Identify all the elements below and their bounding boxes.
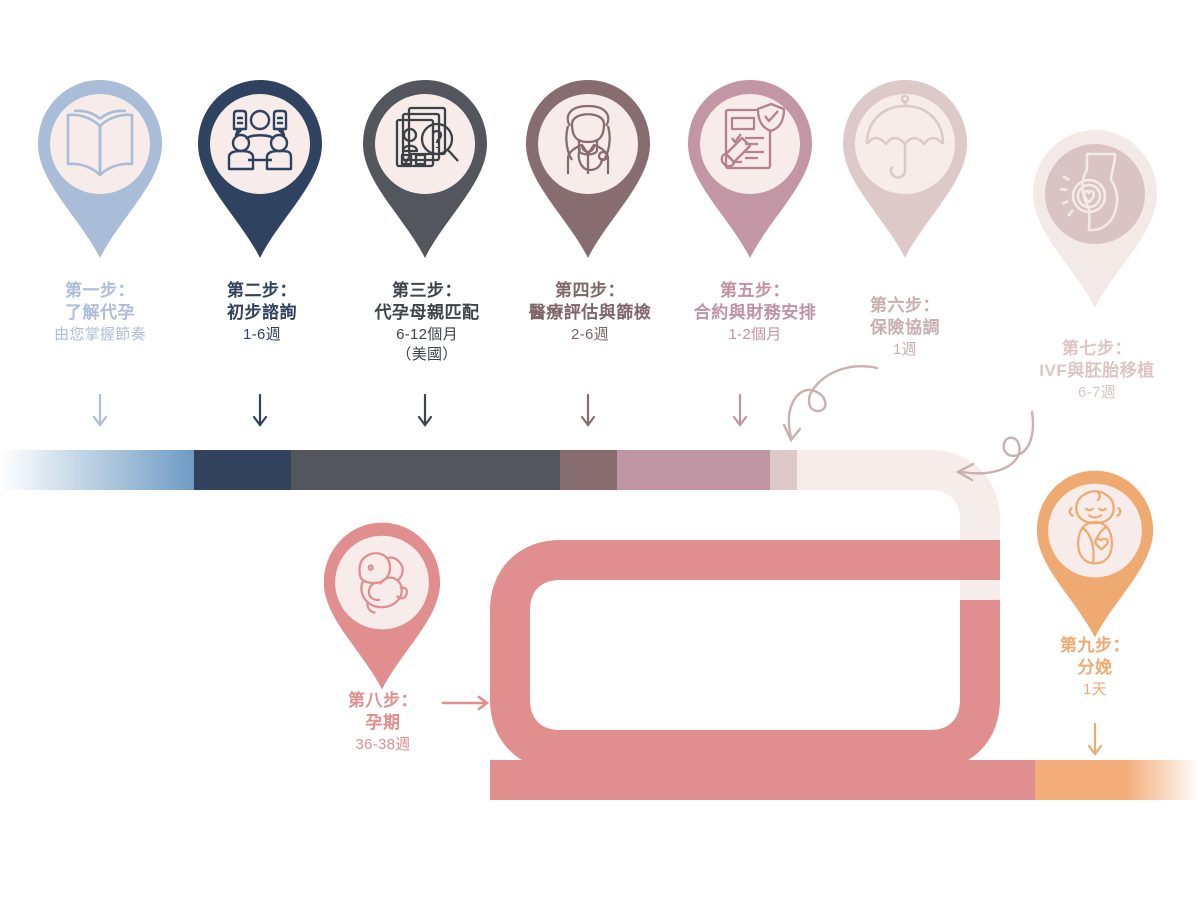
profile-search-icon (395, 106, 459, 168)
label-step-2: 第二步： 初步諮詢 1-6週 (227, 280, 297, 345)
step-2-line1: 第二步： (227, 281, 297, 300)
label-step-7: 第七步： IVF與胚胎移植 6-7週 (1039, 338, 1154, 403)
down-arrow-step-9 (1086, 722, 1104, 763)
step-8-line2: 孕期 (365, 713, 401, 733)
step-9-line2: 分娩 (1077, 658, 1113, 678)
contract-gavel-shield-icon (720, 102, 786, 170)
step-4-line3: 2-6週 (571, 325, 609, 343)
step-7-line2: IVF與胚胎移植 (1039, 361, 1155, 381)
step-7-line1: 第七步： (1061, 339, 1132, 358)
timeline-top-bar (0, 450, 937, 490)
label-step-8: 第八步： 孕期 36-38週 (348, 690, 418, 755)
timeline-bottom-bar (490, 760, 1200, 800)
label-step-9: 第九步： 分娩 1天 (1060, 635, 1130, 700)
pin-step-5[interactable] (686, 78, 814, 260)
step-2-line2: 初步諮詢 (227, 303, 297, 323)
down-arrow-step-5 (731, 393, 749, 434)
step-2-line3: 1-6週 (243, 325, 281, 343)
step-9-line1: 第九步： (1060, 636, 1130, 655)
timeline-ribbon-step8 (490, 540, 1000, 770)
pin-step-9[interactable] (1035, 468, 1155, 640)
step-3-line2: 代孕母親匹配 (374, 303, 480, 323)
pregnant-belly-heart-icon (1059, 152, 1119, 232)
open-book-icon (66, 109, 134, 177)
step-3-line1: 第三步： (392, 281, 462, 300)
step-3-line4: （美國） (396, 345, 458, 363)
label-step-1: 第一步： 了解代孕 由您掌握節奏 (54, 280, 146, 345)
curly-arrow-left-icon (955, 410, 1035, 482)
down-arrow-step-3 (416, 393, 434, 434)
step-7-line3: 6-7週 (1078, 383, 1116, 401)
doctor-icon (565, 104, 611, 174)
pin-step-4[interactable] (524, 78, 652, 260)
label-step-4: 第四步： 醫療評估與篩檢 2-6週 (529, 280, 652, 345)
step-4-line1: 第四步： (555, 281, 625, 300)
step-4-line2: 醫療評估與篩檢 (528, 303, 652, 323)
step-1-line3: 由您掌握節奏 (54, 325, 146, 343)
step-1-line1: 第一步： (65, 281, 135, 300)
step-1-line2: 了解代孕 (65, 303, 135, 323)
label-step-6: 第六步： 保險協調 1週 (870, 295, 940, 360)
swaddled-baby-icon (1068, 490, 1122, 565)
down-arrow-step-1 (91, 393, 109, 434)
pin-step-2[interactable] (196, 78, 324, 260)
timeline-ribbon-base (490, 450, 1000, 770)
down-arrow-step-4 (579, 393, 597, 434)
step-5-line1: 第五步： (720, 281, 790, 300)
horizontal-arrow-right-icon (441, 695, 490, 711)
pin-step-7[interactable] (1031, 128, 1159, 310)
step-3-line3: 6-12個月 (396, 325, 458, 343)
pin-step-3[interactable] (361, 78, 489, 260)
step-6-line2: 保險協調 (870, 318, 940, 338)
pin-step-8[interactable] (322, 520, 442, 692)
label-step-5: 第五步： 合約與財務安排 1-2個月 (694, 280, 817, 345)
step-6-line1: 第六步： (870, 296, 940, 315)
step-6-line3: 1週 (893, 340, 917, 358)
step-8-line3: 36-38週 (355, 735, 411, 753)
down-arrow-step-2 (251, 393, 269, 434)
pin-step-1[interactable] (36, 78, 164, 260)
label-step-3: 第三步： 代孕母親匹配 6-12個月 （美國） (375, 280, 480, 364)
umbrella-icon (865, 94, 945, 179)
consultation-people-icon (227, 109, 293, 171)
step-9-line3: 1天 (1083, 680, 1107, 698)
step-5-line3: 1-2個月 (728, 325, 782, 343)
pin-step-6[interactable] (841, 78, 969, 260)
curly-arrow-down-left-icon (782, 365, 879, 443)
step-8-line1: 第八步： (348, 691, 418, 710)
fetus-icon (358, 552, 409, 614)
step-5-line2: 合約與財務安排 (693, 303, 817, 323)
